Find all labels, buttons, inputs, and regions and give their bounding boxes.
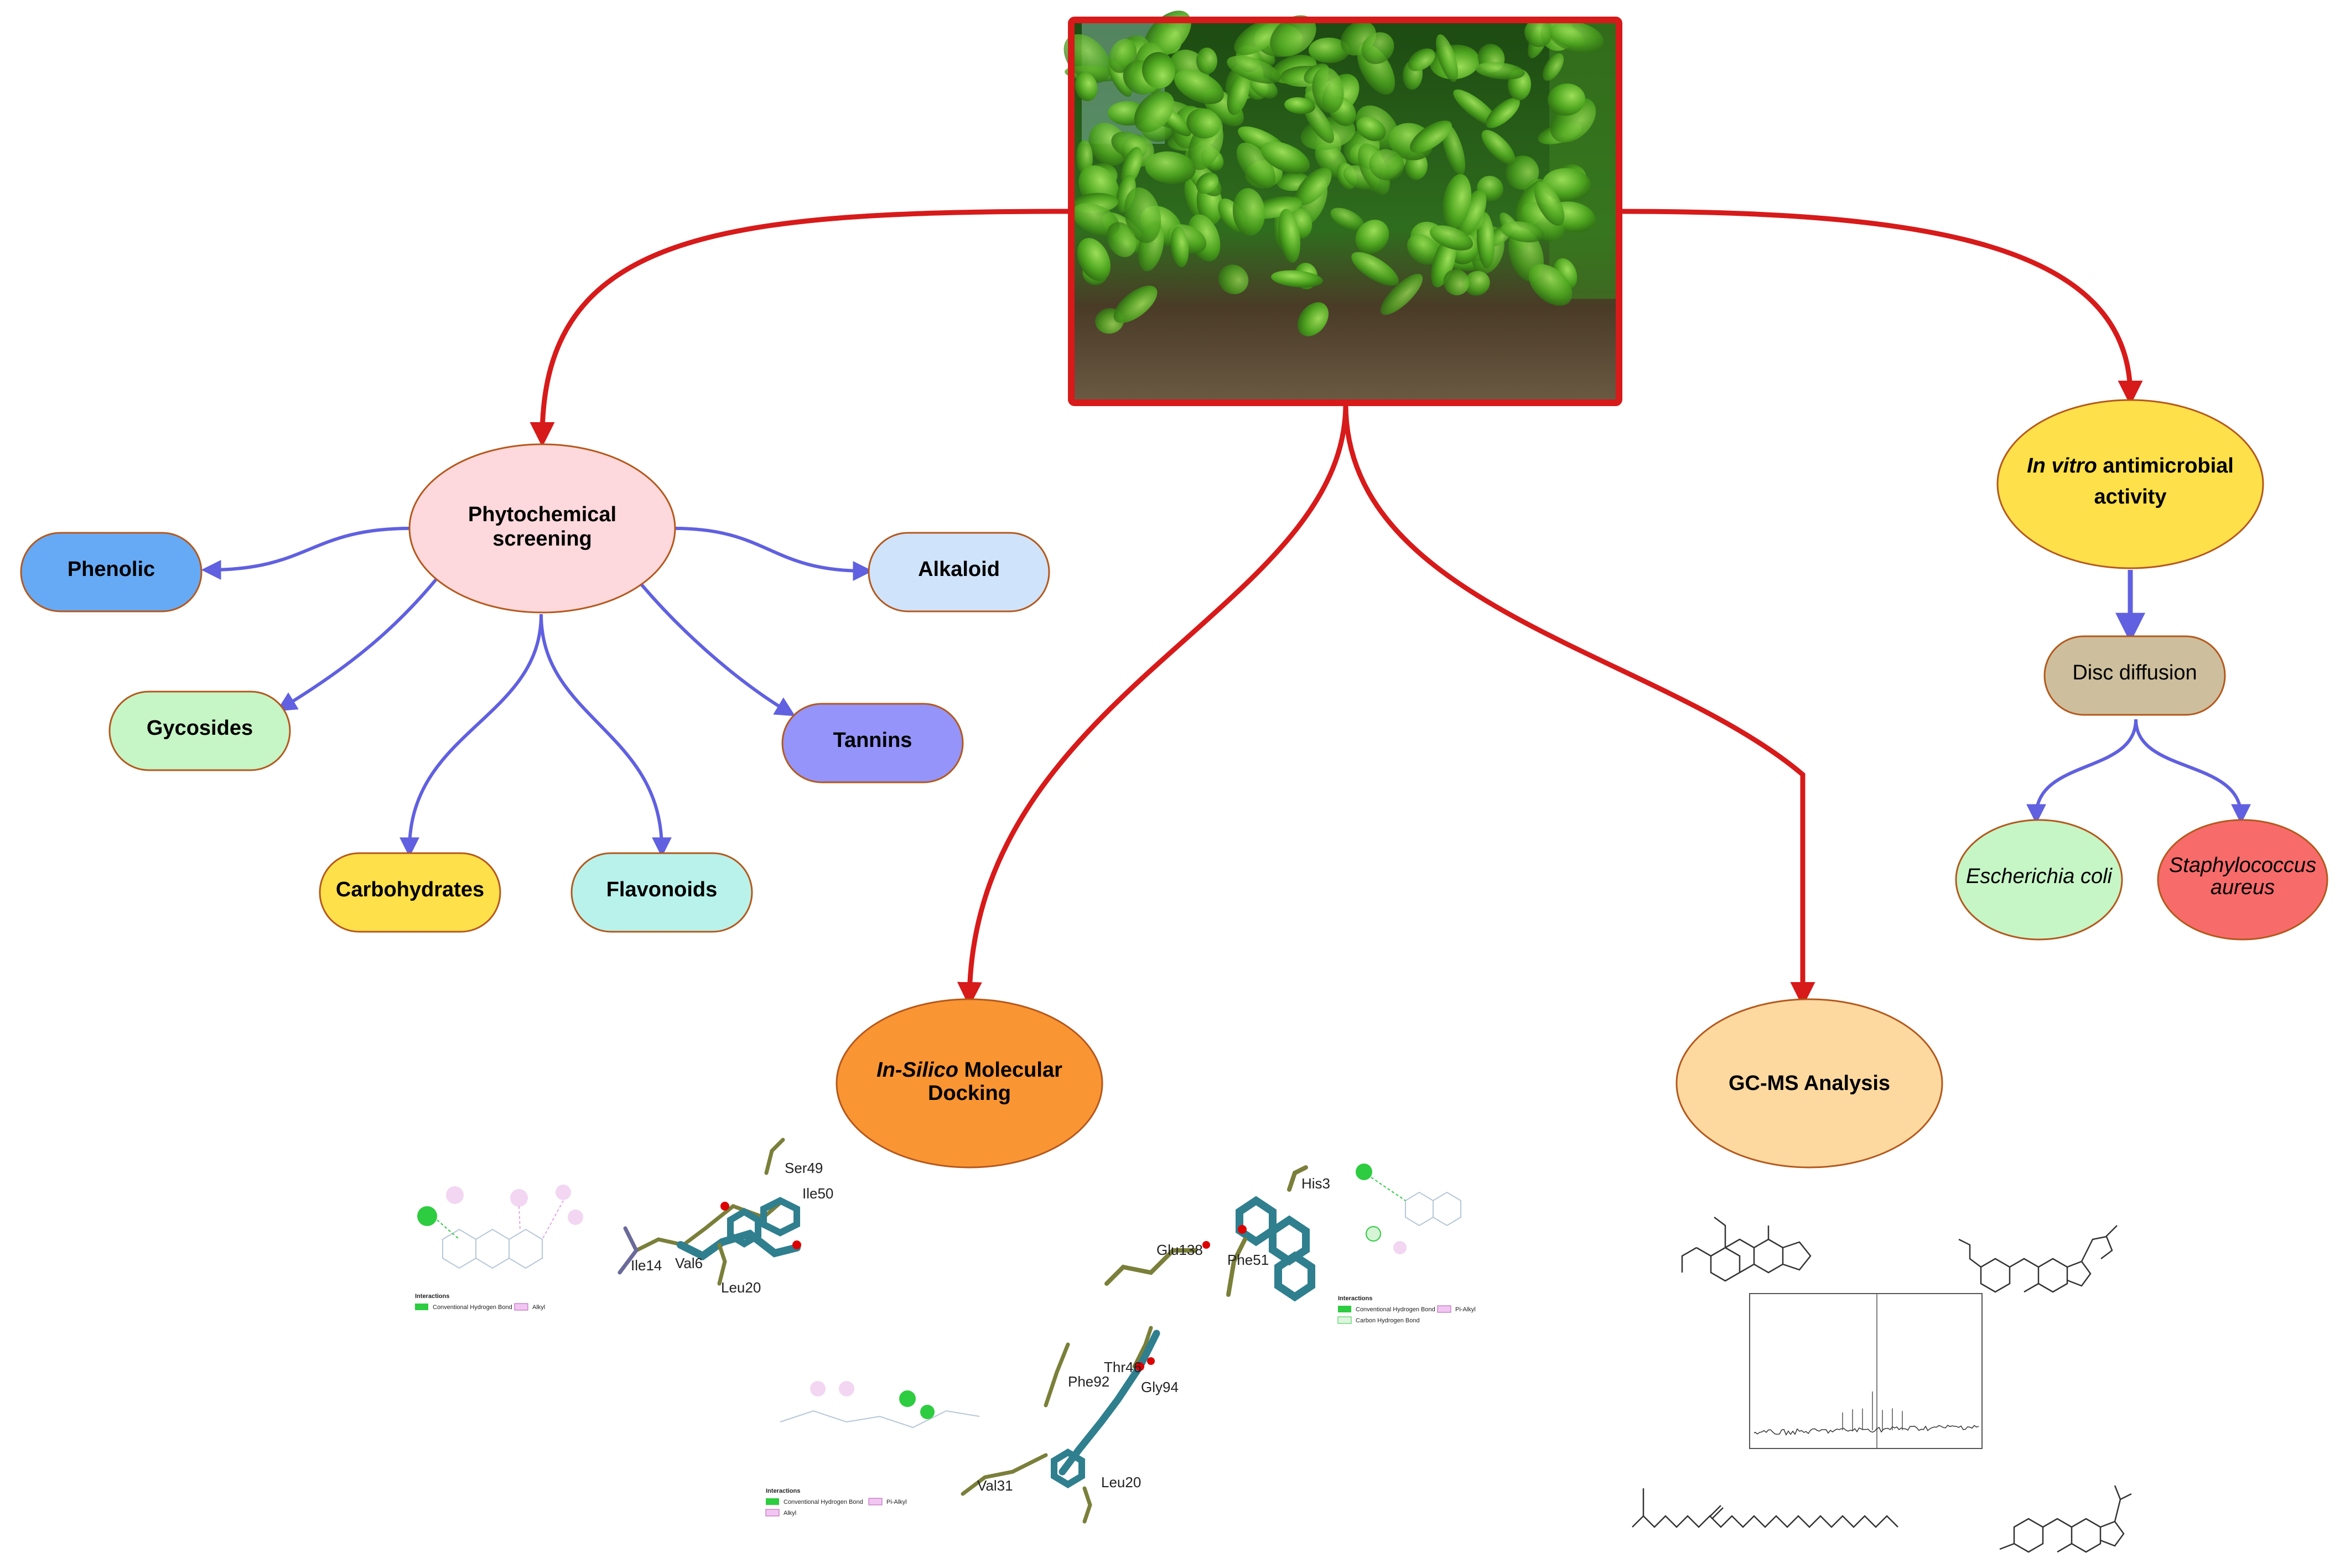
antimicrobial-label-line1: In vitro antimicrobial [2027, 454, 2234, 477]
residue-ile50: Ile50 [802, 1185, 833, 1202]
residue-val6: Val6 [675, 1255, 703, 1271]
gcms-label: GC-MS Analysis [1729, 1072, 1890, 1095]
staph-label-line2: aureus [2211, 876, 2275, 899]
residue-phe51: Phe51 [1227, 1252, 1269, 1268]
phytochemical-node[interactable]: Phytochemical screening [408, 443, 676, 614]
staph-label-line1: Staphylococcus [2169, 854, 2316, 877]
docking-3d-view-2 [1104, 1165, 1315, 1302]
ecoli-label: Escherichia coli [1966, 865, 2113, 888]
svg-text:Conventional Hydrogen Bond: Conventional Hydrogen Bond [784, 1499, 863, 1505]
residue-his3: His3 [1301, 1175, 1330, 1192]
arrow-to-docking [957, 403, 1348, 1007]
docking-3d-view-1 [618, 1138, 801, 1286]
alkaloid-node[interactable]: Alkaloid [868, 532, 1050, 612]
gcms-node[interactable]: GC-MS Analysis [1675, 998, 1943, 1169]
gcms-figures [1632, 1217, 2132, 1553]
phenolic-label: Phenolic [68, 558, 155, 581]
gcms-chromatogram [1749, 1293, 1983, 1449]
interaction-legend-2: Interactions Conventional Hydrogen Bond … [1337, 1295, 1476, 1324]
svg-text:Interactions: Interactions [766, 1488, 800, 1494]
arrow-to-ecoli [2026, 719, 2138, 824]
residue-thr46: Thr46 [1104, 1359, 1142, 1375]
arrow-to-carbohydrates [400, 614, 543, 858]
svg-text:Interactions: Interactions [415, 1293, 449, 1300]
alkaloid-label: Alkaloid [918, 558, 1000, 581]
fatty-acid-amide-structure [1632, 1488, 1898, 1528]
phytochemical-label-line1: Phytochemical [468, 503, 616, 526]
gycosides-node[interactable]: Gycosides [108, 690, 291, 771]
arrow-to-flavonoids [539, 614, 672, 858]
tannins-node[interactable]: Tannins [781, 703, 964, 783]
interaction-diagram-2d-1 [417, 1185, 583, 1269]
residue-phe92: Phe92 [1068, 1373, 1109, 1390]
steroid-lactone-structure [1958, 1225, 2118, 1293]
svg-text:Pi-Alkyl: Pi-Alkyl [1455, 1306, 1476, 1313]
interaction-diagram-2d-3 [780, 1381, 980, 1429]
arrow-to-phenolic [201, 527, 411, 580]
svg-text:Interactions: Interactions [1338, 1295, 1372, 1302]
arrow-to-alkaloid [673, 527, 873, 581]
arrow-to-staph [2134, 719, 2251, 824]
arrow-to-antimicrobial [1618, 209, 2143, 406]
arrow-to-phytochemical [530, 209, 1074, 447]
svg-text:Pi-Alkyl: Pi-Alkyl [886, 1499, 907, 1505]
interaction-diagram-2d-2 [1356, 1164, 1461, 1254]
residue-leu20-b: Leu20 [1101, 1474, 1141, 1491]
sub-connectors [201, 527, 2251, 858]
arrow-to-gcms [1343, 403, 1815, 1007]
interaction-legend-1: Interactions Conventional Hydrogen Bond … [415, 1293, 545, 1311]
svg-text:Carbon Hydrogen Bond: Carbon Hydrogen Bond [1356, 1317, 1420, 1324]
antimicrobial-label-line2: activity [2094, 485, 2167, 508]
docking-node[interactable]: In-Silico Molecular Docking [836, 998, 1103, 1169]
svg-text:Alkyl: Alkyl [532, 1304, 545, 1311]
ecoli-node[interactable]: Escherichia coli [1955, 819, 2123, 941]
phytochemical-label-line2: screening [492, 527, 592, 551]
gycosides-label: Gycosides [147, 716, 253, 740]
docking-3d-view-3 [961, 1326, 1160, 1524]
flavonoids-node[interactable]: Flavonoids [570, 852, 753, 933]
antimicrobial-node[interactable]: In vitro antimicrobial activity [1996, 399, 2264, 569]
docking-figure-1: Interactions Conventional Hydrogen Bond … [415, 1138, 833, 1311]
phenolic-node[interactable]: Phenolic [20, 532, 203, 612]
svg-text:Conventional Hydrogen Bond: Conventional Hydrogen Bond [433, 1304, 512, 1311]
arrow-to-gycosides [276, 577, 439, 712]
disc-diffusion-label: Disc diffusion [2072, 661, 2197, 684]
steroid-acetate-structure [1681, 1217, 1812, 1282]
residue-ile14: Ile14 [631, 1257, 662, 1274]
svg-text:Alkyl: Alkyl [784, 1510, 796, 1517]
tannins-label: Tannins [833, 729, 912, 752]
docking-figure-2: His3 Glu138 Phe51 Interactions Conventio… [1104, 1164, 1476, 1324]
flavonoids-label: Flavonoids [606, 878, 718, 901]
residue-ser49: Ser49 [785, 1160, 823, 1176]
svg-text:Conventional Hydrogen Bond: Conventional Hydrogen Bond [1356, 1306, 1435, 1313]
plant-photo [1063, 11, 1622, 406]
staph-node[interactable]: Staphylococcus aureus [2157, 819, 2328, 941]
residue-leu20: Leu20 [721, 1279, 761, 1296]
docking-label-line1: In-Silico Molecular [876, 1058, 1062, 1082]
disc-diffusion-node[interactable]: Disc diffusion [2043, 635, 2226, 716]
residue-gly94: Gly94 [1141, 1379, 1179, 1395]
arrow-to-tannins [639, 583, 796, 716]
carbohydrates-label: Carbohydrates [336, 878, 484, 901]
interaction-legend-3: Interactions Conventional Hydrogen Bond … [765, 1488, 907, 1517]
carbohydrates-node[interactable]: Carbohydrates [319, 852, 501, 933]
steroid-ketone-structure [1999, 1485, 2132, 1553]
main-connectors [530, 209, 2143, 1007]
docking-label-line2: Docking [928, 1082, 1011, 1105]
residue-val31: Val31 [977, 1477, 1013, 1494]
residue-glu138: Glu138 [1156, 1242, 1203, 1258]
docking-figure-3: Interactions Conventional Hydrogen Bond … [765, 1326, 1179, 1524]
